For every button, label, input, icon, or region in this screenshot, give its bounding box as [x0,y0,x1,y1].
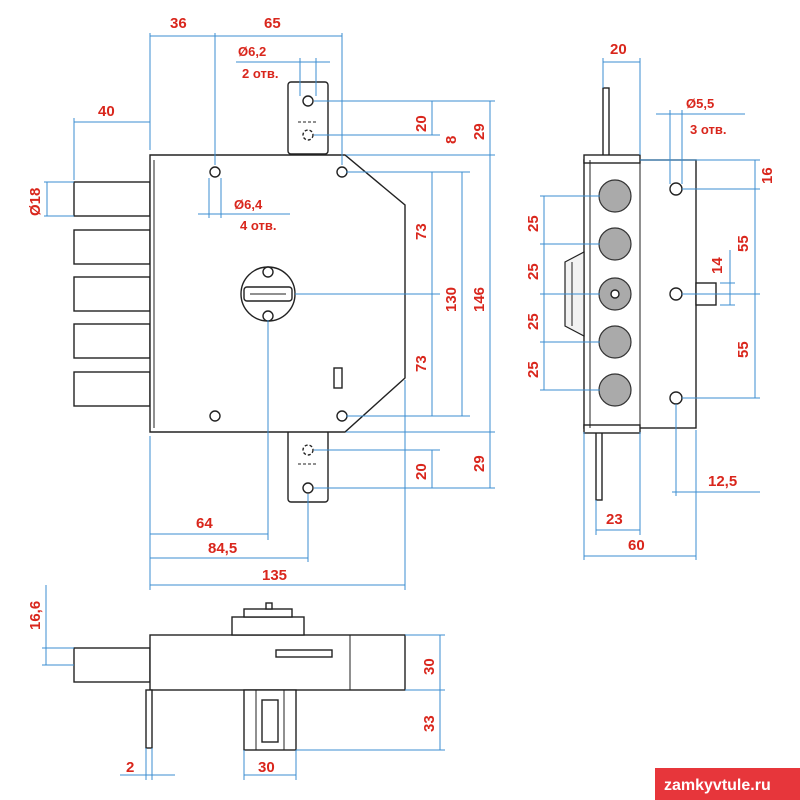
bolt-3 [73,276,151,312]
dim-bottom-16-6: 16,6 [27,601,44,630]
cylinder-pin [262,266,274,278]
dim-130: 130 [443,287,460,312]
dim-bottom-30-h: 30 [258,759,275,776]
watermark-text: zamkyvtule.ru [664,777,771,794]
top-plate-hole-dashed [302,129,314,141]
dim-29-bottom: 29 [471,455,488,472]
dim-65: 65 [264,15,281,32]
body-hole [209,410,221,422]
side-mount-hole [669,287,683,301]
bottom-body [149,634,406,691]
watermark: zamkyvtule.ru [655,768,800,800]
dim-side-25-1: 25 [525,215,542,232]
dim-8: 8 [443,136,460,144]
side-mount-hole [669,182,683,196]
dim-73-bottom: 73 [413,355,430,372]
bottom-plate-hole-dashed [302,444,314,456]
dim-20-top: 20 [413,115,430,132]
body-hole [336,410,348,422]
body-hole [336,166,348,178]
bottom-view: 16,6 30 33 2 30 [27,585,445,780]
bottom-faceplate [145,689,153,749]
dim-bottom-30-v: 30 [421,658,438,675]
dim-side-25-2: 25 [525,263,542,280]
dim-side-14: 14 [709,257,726,274]
dim-bottom-33: 33 [421,715,438,732]
bottom-cylinder-top [231,616,305,636]
body-slot [333,367,343,389]
dim-mid-hole-dia: Ø6,4 [234,197,263,212]
side-mount-hole [669,391,683,405]
dim-29-top: 29 [471,123,488,140]
bottom-cylinder-pin [265,602,273,610]
bottom-cylinder-key [261,699,279,743]
top-strike-plate [287,81,329,155]
dim-135: 135 [262,567,287,584]
dim-146: 146 [471,287,488,312]
bottom-cylinder-cap [243,608,293,618]
dim-mid-hole-count: 4 отв. [240,218,276,233]
dim-36: 36 [170,15,187,32]
side-bottom-strip [595,427,603,501]
dim-64: 64 [196,515,213,532]
bolt-5 [73,371,151,407]
bolt-4 [73,323,151,359]
dim-side-60: 60 [628,537,645,554]
body-hole [209,166,221,178]
side-top-strip [602,87,610,161]
bolt-1 [73,181,151,217]
dim-side-25-4: 25 [525,361,542,378]
dim-top-hole-count: 2 отв. [242,66,278,81]
dim-84-5: 84,5 [208,540,237,557]
dim-side-20: 20 [610,41,627,58]
dim-side-hole-count: 3 отв. [690,122,726,137]
dim-side-23: 23 [606,511,623,528]
dim-side-12-5: 12,5 [708,473,737,490]
dim-side-16: 16 [759,167,776,184]
dim-side-55-bottom: 55 [735,341,752,358]
watermark-badge [655,768,800,800]
bottom-plate-hole [302,482,314,494]
bolt-2 [73,229,151,265]
bottom-slot [275,649,333,658]
side-bolt-center-pin [610,289,620,299]
cylinder-pin [262,310,274,322]
side-top-lip [583,154,641,164]
dim-20-bottom: 20 [413,463,430,480]
side-bolt [598,227,632,261]
dim-side-55-top: 55 [735,235,752,252]
side-bolt [598,179,632,213]
dim-73-top: 73 [413,223,430,240]
bottom-bolt [73,647,151,683]
dim-bottom-2: 2 [126,759,134,776]
side-bolt [598,325,632,359]
dim-40: 40 [98,103,115,120]
top-plate-hole [302,95,314,107]
dim-side-25-3: 25 [525,313,542,330]
side-bolt [598,373,632,407]
dim-top-hole-dia: Ø6,2 [238,44,266,59]
dim-bolt-dia: Ø18 [27,188,44,216]
side-view: 20 Ø5,5 3 отв. 25 25 25 25 16 55 14 55 [525,41,776,560]
side-bottom-lip [583,424,641,434]
dim-side-hole-dia: Ø5,5 [686,96,714,111]
front-view: 36 65 Ø6,2 2 отв. 40 Ø18 Ø6,4 4 отв. [27,15,495,590]
